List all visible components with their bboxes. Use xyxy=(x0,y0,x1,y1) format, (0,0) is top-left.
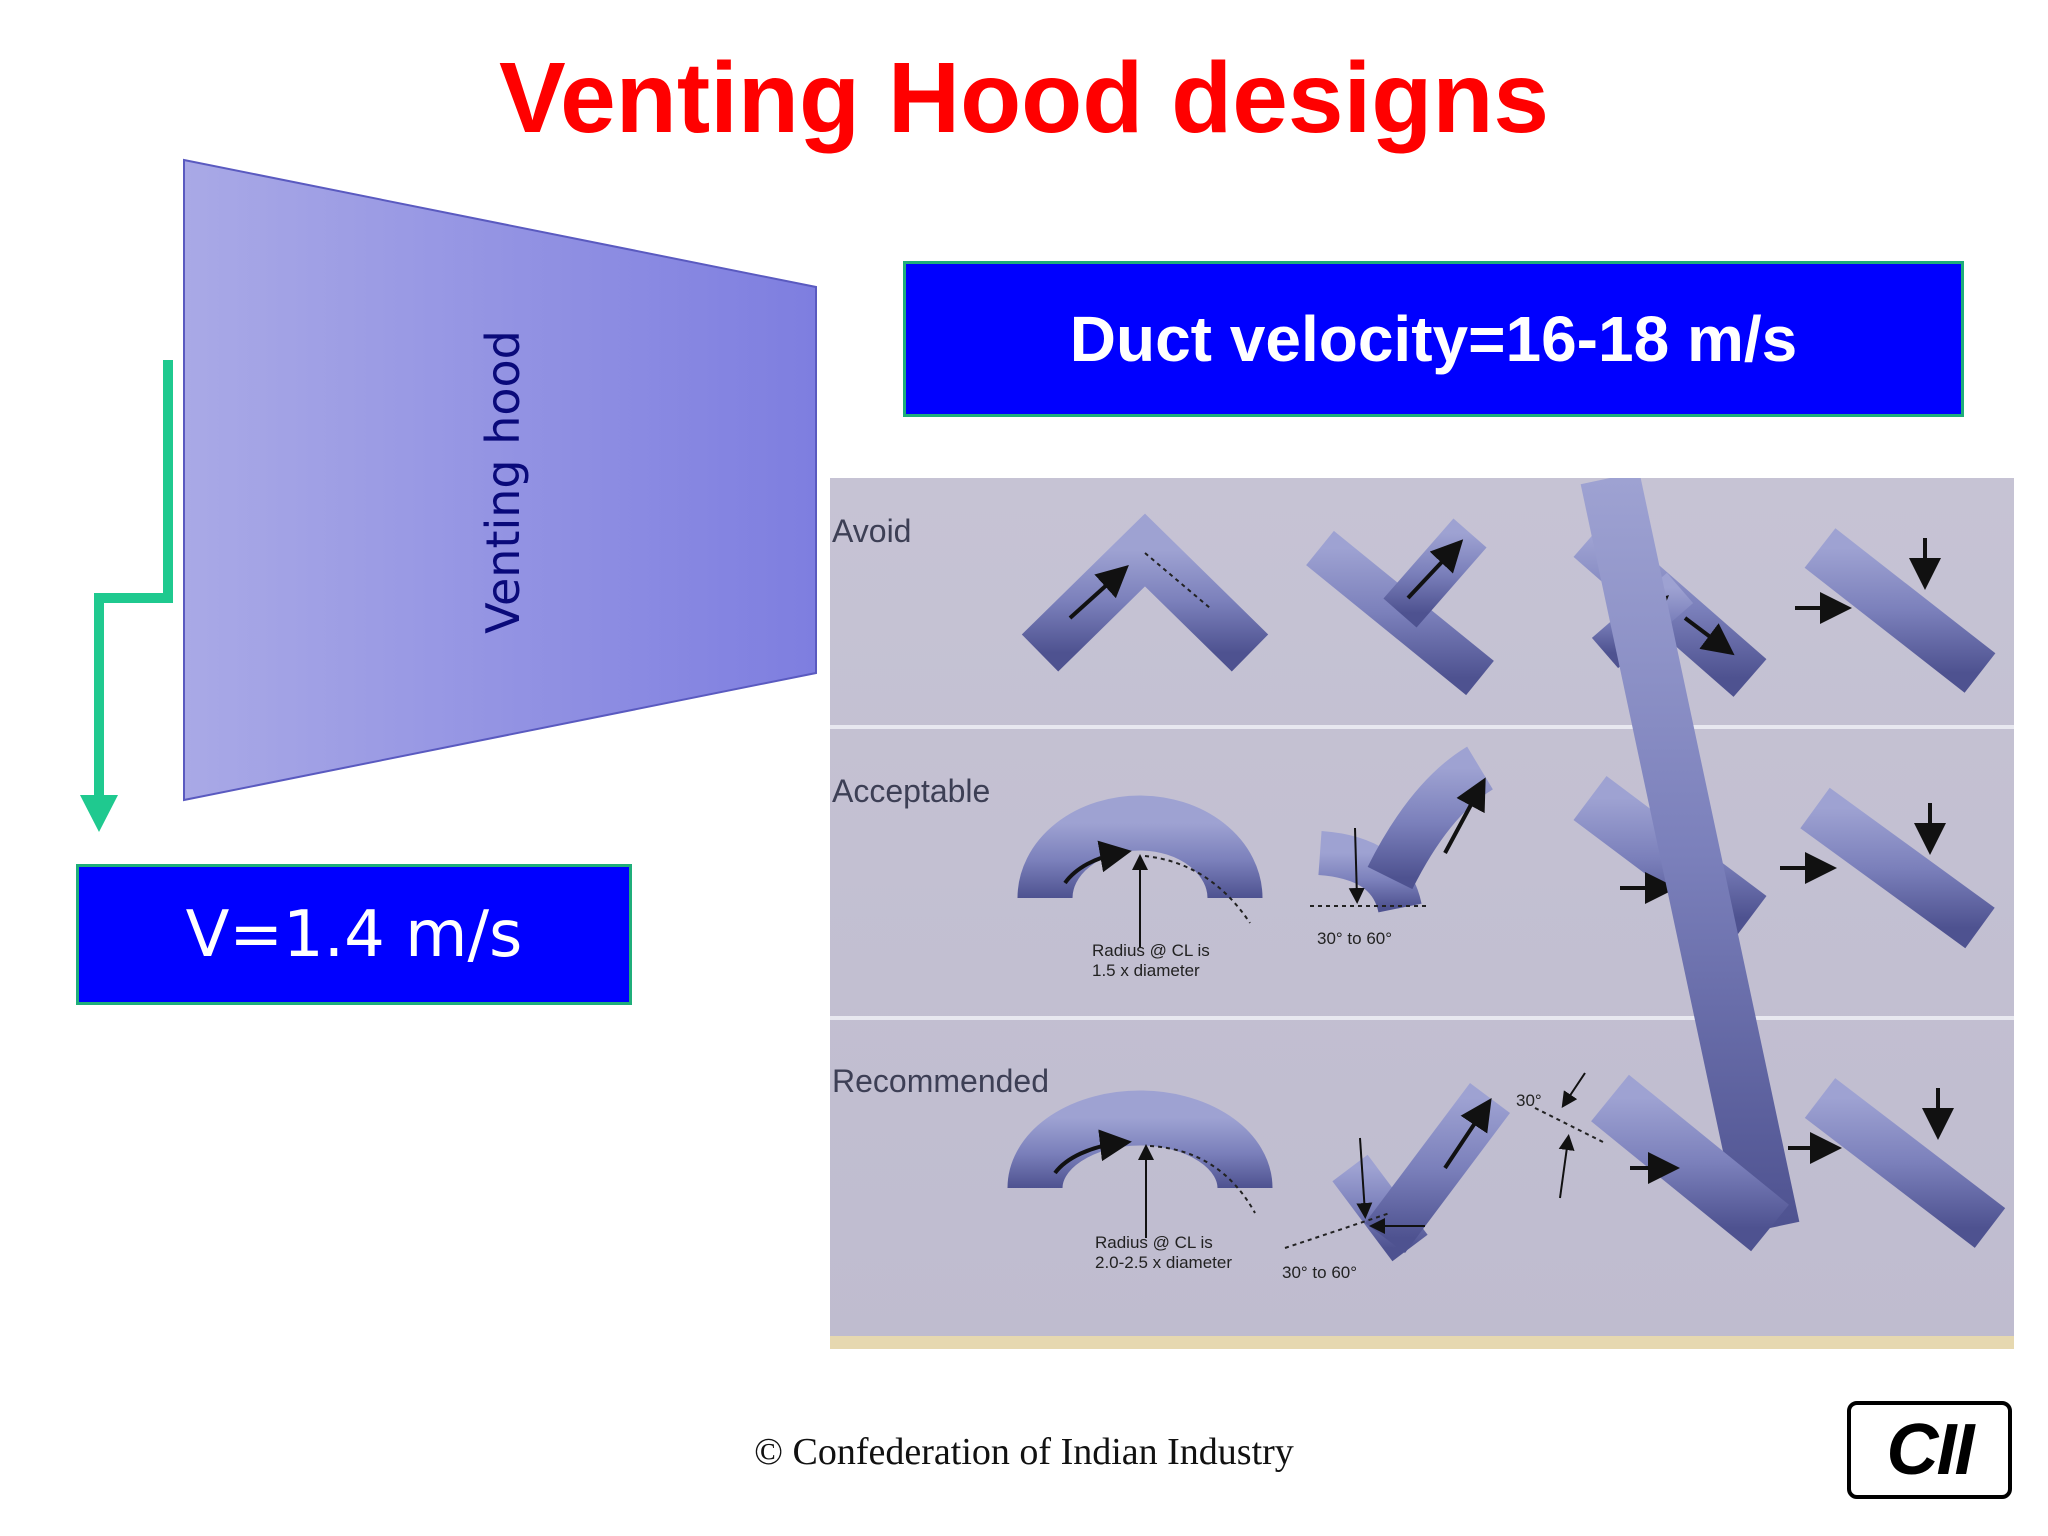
duct-fittings-panel: Avoid Acceptable Recommended Radius @ CL… xyxy=(830,478,2014,1349)
air-flow-arrow xyxy=(94,360,173,800)
recommended-elbow-note-1: Radius @ CL is xyxy=(1095,1233,1213,1252)
recommended-angled-branch: 30° to 60° xyxy=(1282,1083,1510,1282)
cii-logo: CII xyxy=(1847,1401,2012,1499)
avoid-sharp-elbow xyxy=(1021,513,1269,672)
recommended-branch-note: 30° to 60° xyxy=(1282,1263,1357,1282)
row-label-avoid: Avoid xyxy=(832,513,911,549)
row-label-recommended: Recommended xyxy=(832,1063,1049,1099)
copyright-footer: © Confederation of Indian Industry xyxy=(754,1431,1294,1473)
acceptable-elbow-note-2: 1.5 x diameter xyxy=(1092,961,1200,980)
recommended-elbow-note-2: 2.0-2.5 x diameter xyxy=(1095,1253,1232,1272)
avoid-y-junction xyxy=(1775,518,1996,693)
avoid-tee-branch xyxy=(1306,518,1494,696)
recommended-angle-note: 30° xyxy=(1516,1091,1542,1110)
acceptable-elbow-note-1: Radius @ CL is xyxy=(1092,941,1210,960)
recommended-radius-elbow: Radius @ CL is 2.0-2.5 x diameter xyxy=(1007,1090,1273,1272)
acceptable-radius-elbow: Radius @ CL is 1.5 x diameter xyxy=(1017,795,1263,980)
air-flow-arrowhead xyxy=(80,795,118,832)
inlet-velocity-box: V=1.4 m/s xyxy=(76,864,632,1005)
acceptable-y-junction xyxy=(1765,783,1995,949)
acceptable-angled-branch: 30° to 60° xyxy=(1310,746,1494,948)
venting-hood-label: Venting hood xyxy=(476,330,530,634)
venting-hood-shape xyxy=(183,158,817,802)
recommended-y-junction xyxy=(1775,1073,2006,1248)
slide-title: Venting Hood designs xyxy=(498,42,1550,154)
acceptable-branch-note: 30° to 60° xyxy=(1317,929,1392,948)
recommended-lateral-branch: 30° xyxy=(1516,478,1800,1252)
row-label-acceptable: Acceptable xyxy=(832,773,990,809)
duct-velocity-box: Duct velocity=16-18 m/s xyxy=(903,261,1964,417)
